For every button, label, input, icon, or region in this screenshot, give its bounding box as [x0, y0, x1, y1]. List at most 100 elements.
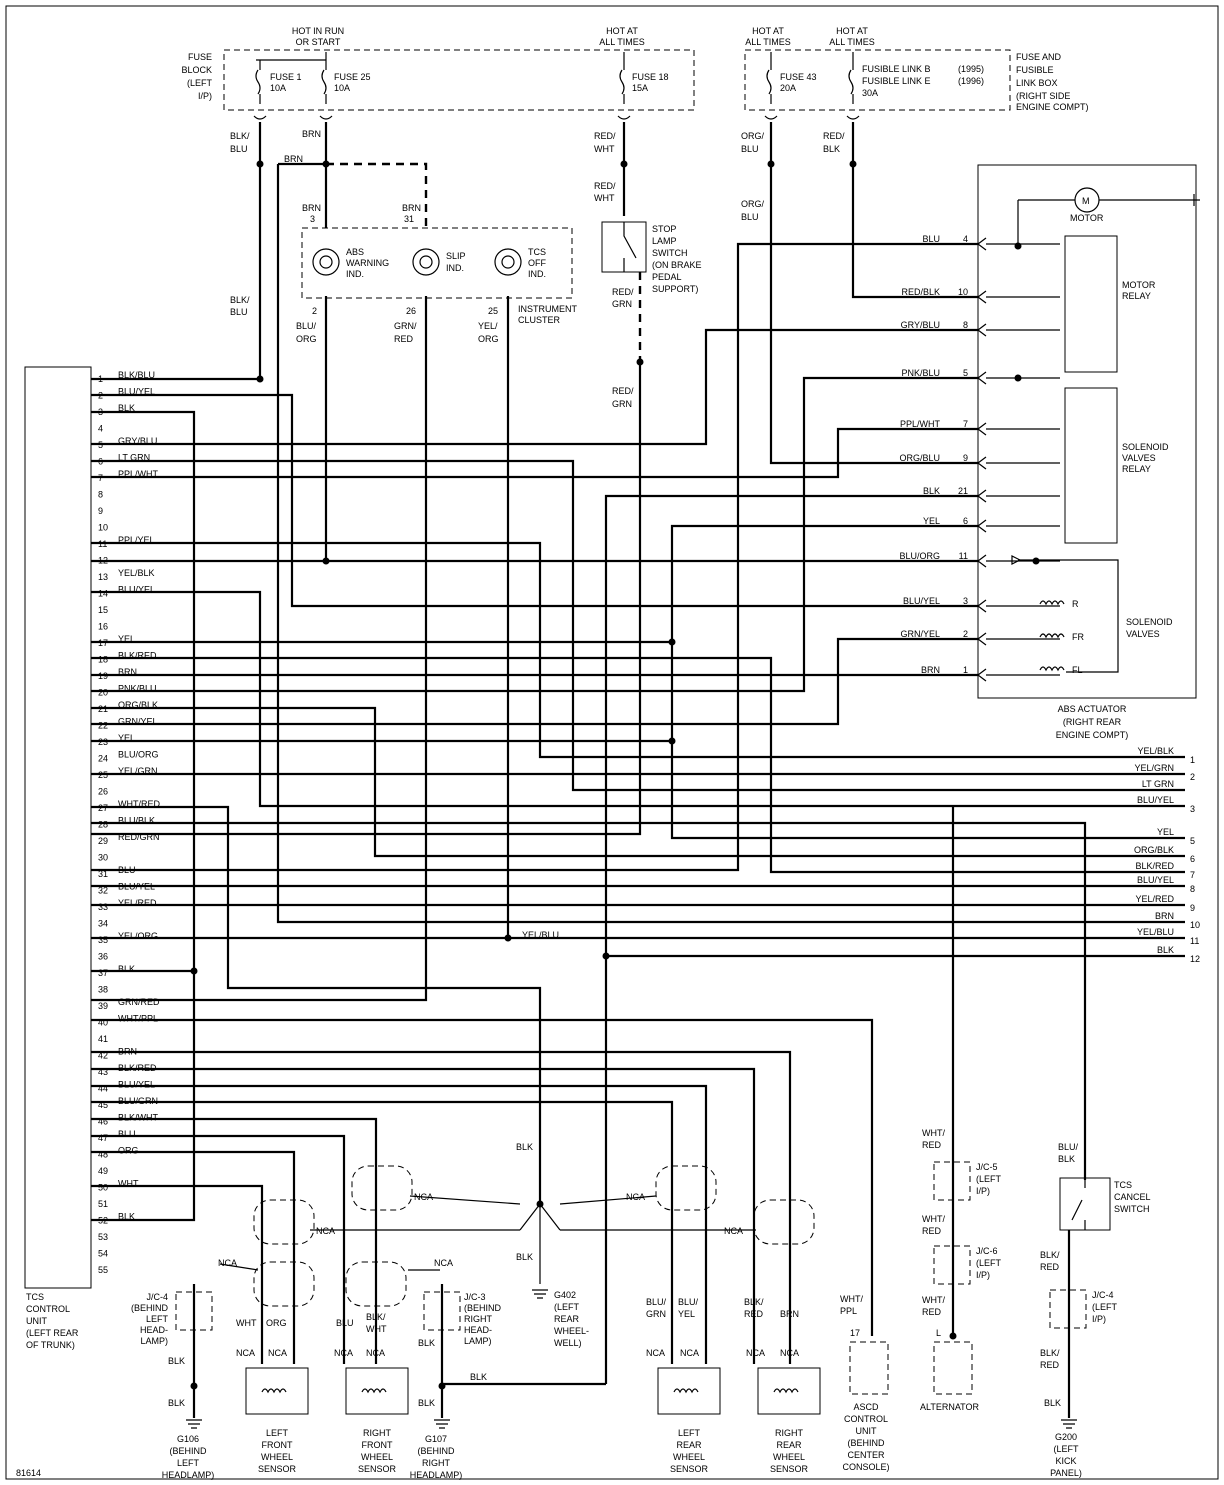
nca-5: NCA	[218, 1258, 237, 1268]
tcs-pin-16: 16	[98, 622, 108, 632]
tcs-pin-wire-20: PNK/BLU	[118, 684, 157, 694]
wire-pin17-yel	[91, 524, 978, 644]
ascd-box	[849, 1341, 889, 1395]
tcs-pin-20: 20	[98, 688, 108, 698]
right-wire-2: LT GRN	[1142, 779, 1174, 789]
fuse-block-outline	[223, 49, 695, 111]
wire-pin46	[91, 1117, 378, 1364]
stop-switch-icon	[623, 222, 637, 272]
act-pin-marker-icon	[977, 237, 987, 251]
jc5-icon	[933, 1161, 971, 1201]
blk-g200: BLK	[1044, 1398, 1061, 1408]
act-wire-11: BLU/ORG	[899, 551, 940, 561]
tcs-pin-36: 36	[98, 952, 108, 962]
lbl-wht-red-3: WHT/RED	[922, 1295, 945, 1317]
tcs-pin-14: 14	[98, 589, 108, 599]
junction-dot	[1032, 557, 1040, 565]
sv-relay-outline	[1064, 387, 1118, 544]
act-pin-21: 21	[958, 486, 968, 496]
jc6-icon	[933, 1245, 971, 1285]
tcs-pin-32: 32	[98, 886, 108, 896]
tcs-pin-35: 35	[98, 935, 108, 945]
tcs-pin-28: 28	[98, 820, 108, 830]
tcs-pin-37: 37	[98, 968, 108, 978]
lbl-org-blu-top: ORG/BLU	[741, 131, 765, 154]
lr-sensor-box	[657, 1367, 721, 1415]
junction-dot	[949, 1332, 957, 1340]
wire-pin18	[91, 656, 1185, 874]
act-pin-marker-icon	[977, 489, 987, 503]
ascd-pin: 17	[850, 1328, 860, 1338]
fusible-years: (1995)(1996)	[958, 64, 984, 86]
junction-dot	[190, 1382, 198, 1390]
tcs-pin-wire-52: BLK	[118, 1212, 135, 1222]
wire-pin3	[91, 410, 196, 1222]
act-pin-7: 7	[963, 419, 968, 429]
lbl-blu-yel: BLU/YEL	[678, 1297, 699, 1319]
tcs-pin-wire-19: BRN	[118, 667, 137, 677]
alternator-box	[933, 1341, 973, 1395]
tcs-pin-wire-33: YEL/RED	[118, 898, 157, 908]
lf-sensor-box	[245, 1367, 309, 1415]
act-pin-marker-icon	[977, 632, 987, 646]
tcs-pin-wire-24: BLU/ORG	[118, 750, 159, 760]
lbl-blu-org: BLU/ORG	[296, 321, 317, 344]
right-pin-5: 5	[1190, 836, 1195, 846]
act-pin-6: 6	[963, 516, 968, 526]
wire-pin40	[91, 1018, 874, 1336]
tcs-pin-18: 18	[98, 655, 108, 665]
right-pin-11: 11	[1190, 936, 1199, 946]
alternator-label: ALTERNATOR	[920, 1402, 980, 1412]
tcs-pin-33: 33	[98, 902, 108, 912]
junction-dot	[849, 160, 857, 168]
right-wire-7: BLK/RED	[1135, 861, 1174, 871]
tcs-pin-wire-14: BLU/YEL	[118, 585, 155, 595]
tcs-pin-15: 15	[98, 605, 108, 615]
nca-rr-1: NCA	[746, 1348, 765, 1358]
right-wire-11: YEL/BLU	[1137, 927, 1174, 937]
tcs-pin-wire-29: RED/GRN	[118, 832, 160, 842]
act-pin-1: 1	[963, 665, 968, 675]
act-wire-2: GRN/YEL	[900, 629, 940, 639]
lbl-yel-org: YEL/ORG	[478, 321, 499, 344]
tcs-pin-wire-7: PPL/WHT	[118, 469, 159, 479]
lbl-blu-grn: BLU/GRN	[646, 1297, 667, 1319]
tcs-pin-46: 46	[98, 1117, 108, 1127]
junction-dot	[504, 934, 512, 942]
rf-sensor-box	[345, 1367, 409, 1415]
wire-brn-long	[276, 164, 1185, 924]
tcs-pin-42: 42	[98, 1051, 108, 1061]
sv-fr: FR	[1072, 632, 1084, 642]
motor-relay-outline	[1064, 235, 1118, 373]
wire-pin22	[91, 637, 978, 726]
wire-pin31	[91, 242, 978, 872]
wire-pin6	[91, 459, 1185, 792]
wire-pin50	[91, 1184, 264, 1364]
wire-labels: BLK/BLU BRN BRN RED/WHT RED/WHT ORG/BLU …	[230, 129, 845, 940]
wire-pin5	[91, 328, 978, 446]
nca-3: NCA	[626, 1192, 645, 1202]
blk-g107-1: BLK	[418, 1338, 435, 1348]
act-wire-4: BLU	[922, 234, 940, 244]
act-pin-10: 10	[958, 287, 968, 297]
tcs-pin-wire-11: PPL/YEL	[118, 535, 155, 545]
right-pin-2: 2	[1190, 772, 1195, 782]
wire-blk-21	[604, 494, 978, 1384]
wire-pin44	[91, 1084, 708, 1364]
right-pin-3: 3	[1190, 804, 1195, 814]
